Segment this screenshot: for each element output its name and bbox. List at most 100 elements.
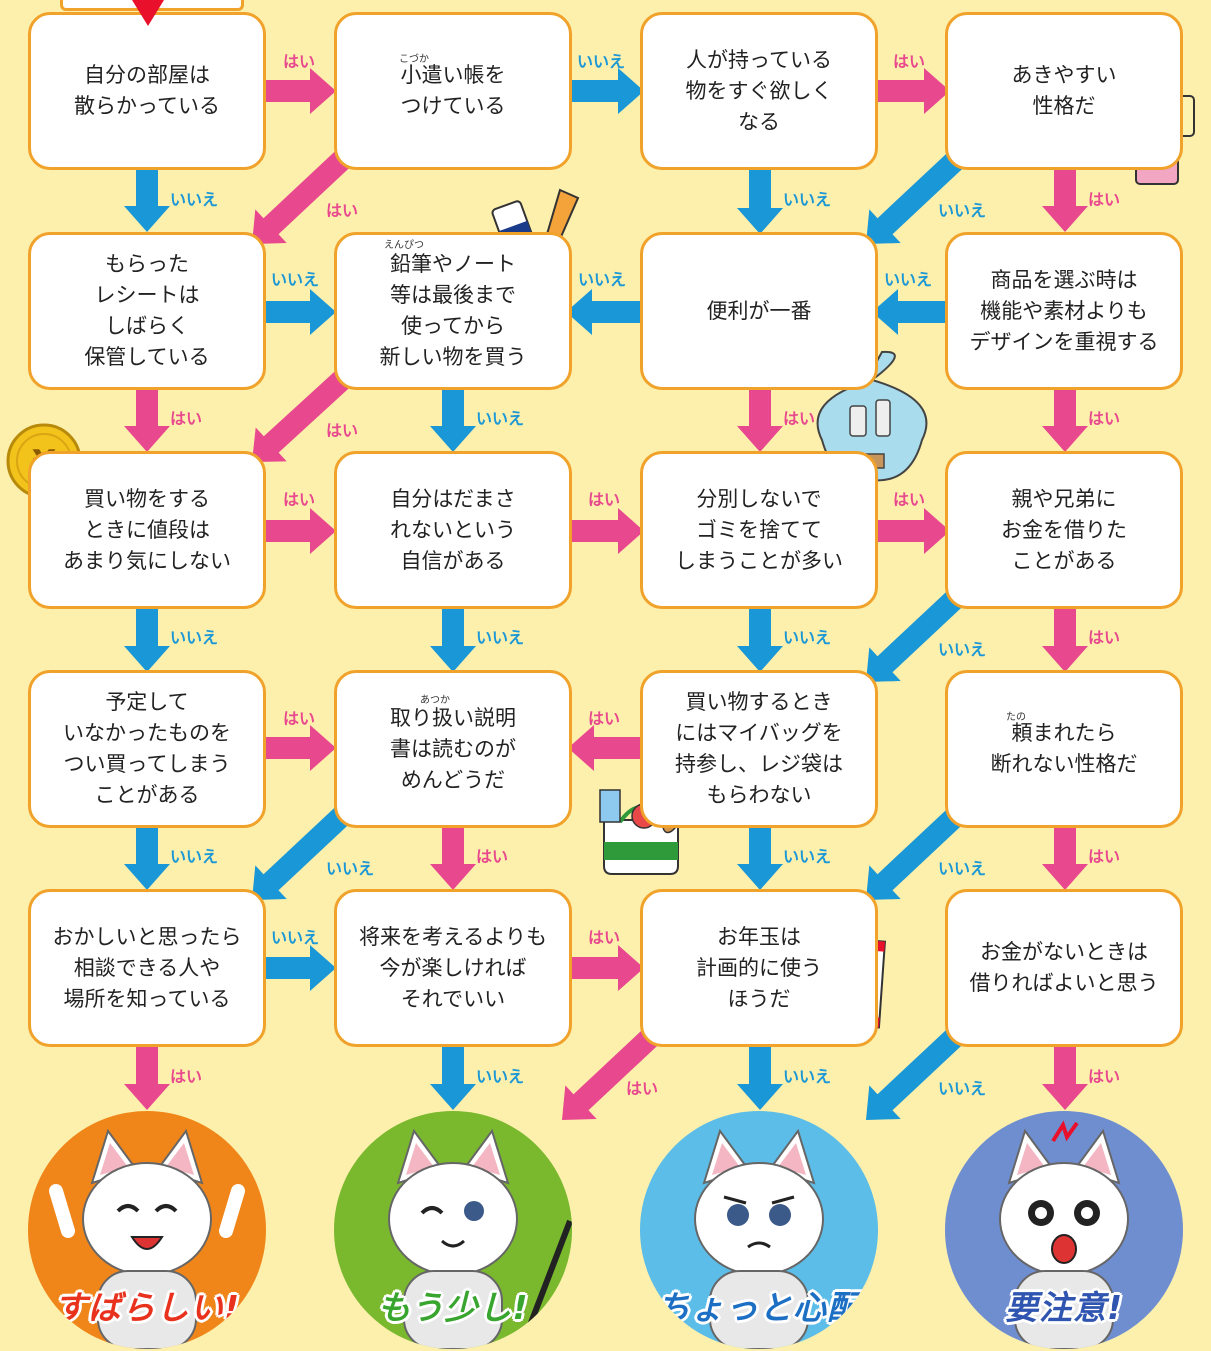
arrow-yes: [124, 388, 170, 452]
label-yes: はい: [283, 490, 316, 509]
label-yes: はい: [893, 52, 926, 71]
question-box-c1[interactable]: 人が持っている 物をすぐ欲しく なる: [640, 12, 878, 170]
arrow-yes: [252, 367, 354, 462]
label-yes: はい: [1088, 190, 1121, 209]
label-yes: はい: [1088, 628, 1121, 647]
arrow-no: [430, 388, 476, 452]
question-box-b2[interactable]: 鉛筆やノート 等は最後まで 使ってから 新しい物を買う: [334, 232, 572, 390]
label-yes: はい: [170, 409, 203, 428]
label-no: いいえ: [938, 201, 987, 220]
arrow-no: [260, 289, 336, 335]
label-yes: はい: [326, 421, 359, 440]
cat-happy-illustration: [49, 1128, 245, 1349]
arrow-yes: [260, 725, 336, 771]
label-no: いいえ: [578, 270, 627, 289]
ruby-kozuka: こづか: [399, 54, 429, 65]
arrow-yes: [566, 945, 644, 991]
start-marker: [132, 0, 164, 26]
arrow-no: [430, 604, 476, 672]
arrow-no: [737, 1042, 783, 1110]
arrow-yes: [124, 1042, 170, 1110]
arrow-no: [866, 804, 968, 900]
question-box-a2[interactable]: もらった レシートは しばらく 保管している: [28, 232, 266, 390]
label-no: いいえ: [577, 52, 626, 71]
label-yes: はい: [283, 52, 316, 71]
arrow-yes: [566, 508, 644, 554]
arrow-yes: [260, 68, 336, 114]
label-yes: はい: [1088, 847, 1121, 866]
question-box-b5[interactable]: 将来を考えるよりも 今が楽しければ それでいい: [334, 889, 572, 1047]
result-text-almost: もう少し!: [377, 1288, 529, 1327]
question-box-c3[interactable]: 分別しないで ゴミを捨てて しまうことが多い: [640, 451, 878, 609]
question-box-a1[interactable]: 自分の部屋は 散らかっている: [28, 12, 266, 170]
arrow-no: [866, 586, 968, 682]
question-box-b1[interactable]: 小遣い帳を つけている: [334, 12, 572, 170]
question-box-c2[interactable]: 便利が一番: [640, 232, 878, 390]
cat-head: [999, 1128, 1129, 1276]
arrow-yes: [1042, 1042, 1088, 1110]
arrow-no: [737, 822, 783, 890]
label-no: いいえ: [271, 928, 320, 947]
question-box-a5[interactable]: おかしいと思ったら 相談できる人や 場所を知っている: [28, 889, 266, 1047]
arrow-no: [124, 166, 170, 232]
question-box-b4[interactable]: 取り扱い説明 書は読むのが めんどうだ: [334, 670, 572, 828]
cat-head: [82, 1128, 212, 1276]
arrow-yes: [1042, 822, 1088, 890]
label-no: いいえ: [938, 859, 987, 878]
result-worried[interactable]: ちょっと心配: [640, 1111, 878, 1349]
label-no: いいえ: [271, 270, 320, 289]
arrow-no: [866, 148, 968, 244]
ruby-atsuka: あつか: [420, 695, 450, 706]
question-box-d1[interactable]: あきやすい 性格だ: [945, 12, 1183, 170]
label-yes: はい: [476, 847, 509, 866]
arrow-no: [737, 604, 783, 672]
label-no: いいえ: [938, 640, 987, 659]
arrow-no: [566, 68, 644, 114]
question-box-d3[interactable]: 親や兄弟に お金を借りた ことがある: [945, 451, 1183, 609]
arrow-yes: [430, 822, 476, 890]
label-yes: はい: [626, 1079, 659, 1098]
arrow-no: [252, 804, 354, 900]
question-box-d2[interactable]: 商品を選ぶ時は 機能や素材よりも デザインを重視する: [945, 232, 1183, 390]
result-text-excellent: すばらしい!: [53, 1288, 241, 1327]
label-yes: はい: [170, 1067, 203, 1086]
label-no: いいえ: [783, 1067, 832, 1086]
arrow-yes: [1042, 604, 1088, 672]
label-no: いいえ: [783, 628, 832, 647]
label-no: いいえ: [783, 190, 832, 209]
question-box-c4[interactable]: 買い物するとき にはマイバッグを 持参し、レジ袋は もらわない: [640, 670, 878, 828]
question-box-b3[interactable]: 自分はだまさ れないという 自信がある: [334, 451, 572, 609]
result-excellent[interactable]: すばらしい!: [28, 1111, 266, 1349]
label-no: いいえ: [326, 859, 375, 878]
arrow-yes: [568, 725, 646, 771]
result-text-worried: ちょっと心配: [657, 1288, 861, 1327]
question-box-d5[interactable]: お金がないときは 借りればよいと思う: [945, 889, 1183, 1047]
question-box-c5[interactable]: お年玉は 計画的に使う ほうだ: [640, 889, 878, 1047]
label-yes: はい: [283, 709, 316, 728]
label-no: いいえ: [170, 190, 219, 209]
arrow-yes: [260, 508, 336, 554]
cat-shocked-illustration: [999, 1120, 1129, 1349]
label-no: いいえ: [170, 628, 219, 647]
label-yes: はい: [326, 201, 359, 220]
label-yes: はい: [588, 709, 621, 728]
arrow-yes: [870, 68, 950, 114]
arrow-yes: [562, 1024, 664, 1120]
question-box-a3[interactable]: 買い物をする ときに値段は あまり気にしない: [28, 451, 266, 609]
cat-head: [388, 1128, 518, 1276]
result-text-caution: 要注意!: [1004, 1288, 1124, 1327]
label-no: いいえ: [476, 409, 525, 428]
label-no: いいえ: [884, 270, 933, 289]
question-box-d4[interactable]: 頼まれたら 断れない性格だ: [945, 670, 1183, 828]
label-no: いいえ: [938, 1079, 987, 1098]
arrow-no: [866, 1024, 968, 1120]
result-caution[interactable]: 要注意!: [945, 1111, 1183, 1349]
ruby-enpitsu: えんぴつ: [384, 240, 424, 251]
question-box-a4[interactable]: 予定して いなかったものを つい買ってしまう ことがある: [28, 670, 266, 828]
label-no: いいえ: [783, 847, 832, 866]
label-yes: はい: [588, 490, 621, 509]
arrow-no: [124, 822, 170, 890]
result-almost[interactable]: もう少し!: [334, 1111, 572, 1349]
cat-wink-illustration: [388, 1128, 572, 1349]
arrow-yes: [870, 508, 950, 554]
